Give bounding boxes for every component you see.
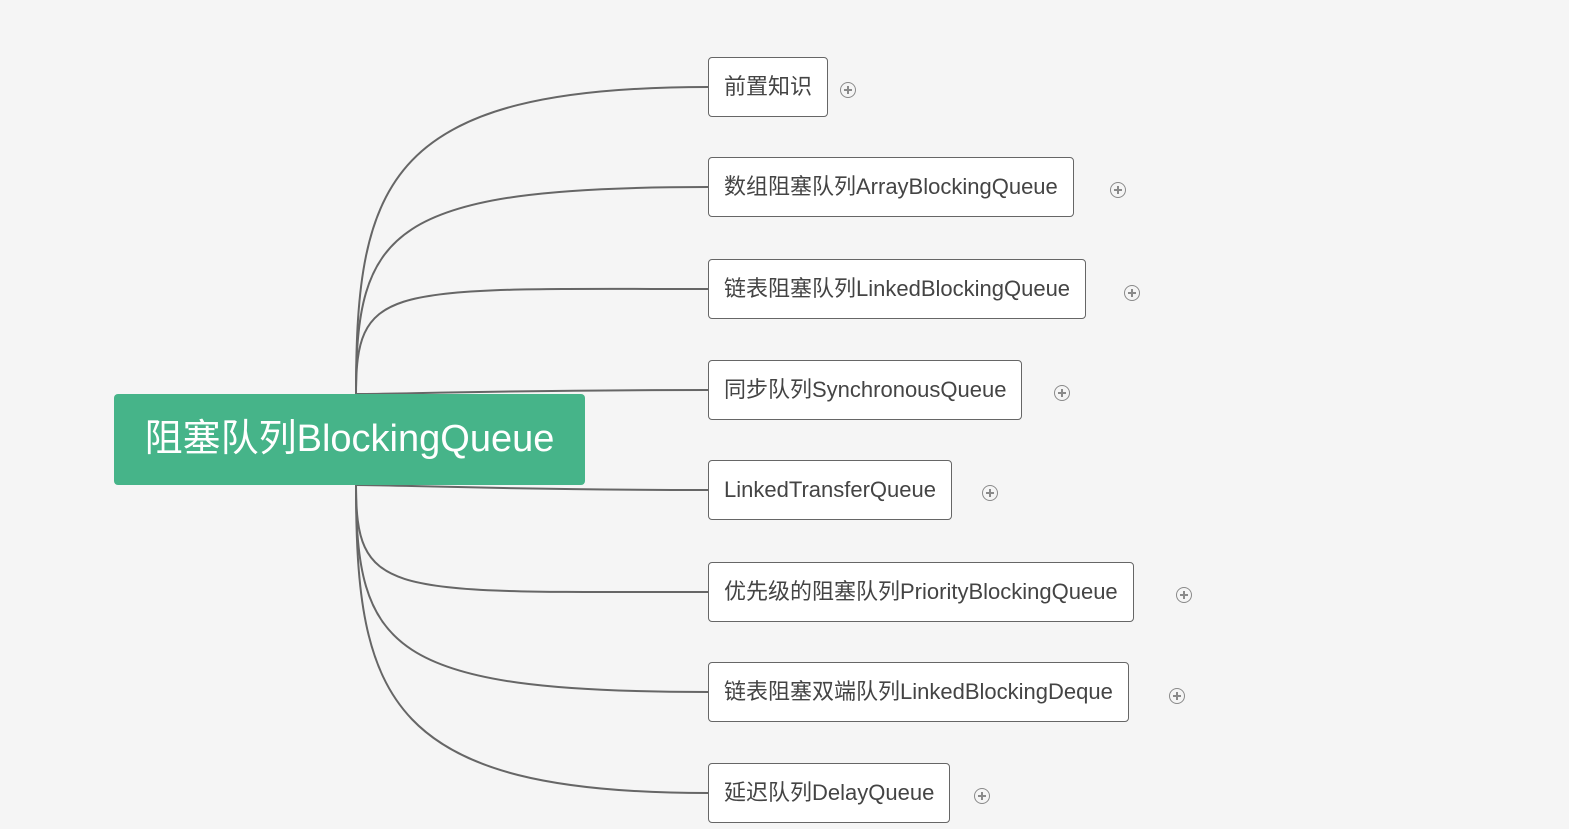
branch-line — [355, 484, 709, 693]
topic-synchronous-queue[interactable]: 同步队列SynchronousQueue — [708, 360, 1023, 420]
branch-line — [355, 484, 709, 794]
expand-icon[interactable] — [974, 788, 990, 804]
branch-line — [355, 86, 709, 395]
topic-linked-transfer-queue[interactable]: LinkedTransferQueue — [708, 460, 952, 520]
branch-line — [355, 484, 709, 491]
topic-priority-blocking-queue[interactable]: 优先级的阻塞队列PriorityBlockingQueue — [708, 562, 1134, 622]
topic-linked-blocking-queue[interactable]: 链表阻塞队列LinkedBlockingQueue — [708, 259, 1087, 319]
expand-icon[interactable] — [1176, 587, 1192, 603]
topic-array-blocking-queue[interactable]: 数组阻塞队列ArrayBlockingQueue — [708, 157, 1074, 217]
topic-delay-queue[interactable]: 延迟队列DelayQueue — [708, 763, 951, 823]
topic-linked-blocking-deque[interactable]: 链表阻塞双端队列LinkedBlockingDeque — [708, 662, 1129, 722]
branch-line — [355, 389, 709, 395]
expand-icon[interactable] — [1054, 385, 1070, 401]
expand-icon[interactable] — [982, 485, 998, 501]
branch-line — [355, 287, 709, 395]
expand-icon[interactable] — [1124, 285, 1140, 301]
expand-icon[interactable] — [840, 82, 856, 98]
topic-prerequisites[interactable]: 前置知识 — [708, 57, 829, 117]
branch-line — [355, 186, 709, 395]
expand-icon[interactable] — [1110, 182, 1126, 198]
branch-line — [355, 484, 709, 594]
root-topic[interactable]: 阻塞队列BlockingQueue — [114, 394, 585, 485]
expand-icon[interactable] — [1169, 688, 1185, 704]
